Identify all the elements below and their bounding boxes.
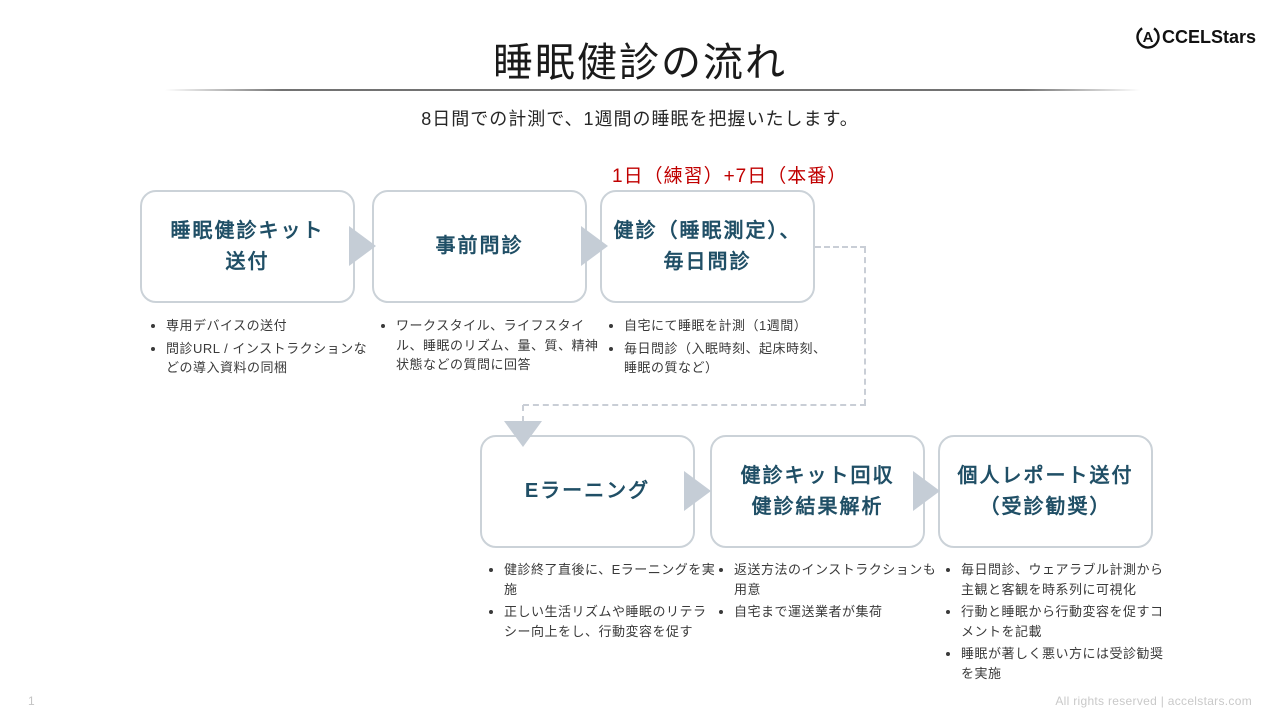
step-notes-kit-delivery: 専用デバイスの送付 問診URL / インストラクションなどの導入資料の同梱 <box>150 316 378 381</box>
step-notes-elearning: 健診終了直後に、Eラーニングを実施 正しい生活リズムや睡眠のリテラシー向上をし、… <box>488 560 716 644</box>
connector-dashed-line <box>815 246 866 248</box>
logo-mark-letter: A <box>1143 29 1154 46</box>
note-item: 自宅まで運送業者が集荷 <box>734 602 946 622</box>
flow-step-pre-interview: 事前問診 <box>372 190 587 303</box>
note-item: 問診URL / インストラクションなどの導入資料の同梱 <box>166 339 378 378</box>
flow-step-title: Eラーニング <box>519 476 656 507</box>
note-item: 健診終了直後に、Eラーニングを実施 <box>504 560 716 599</box>
connector-dashed-line <box>523 404 866 406</box>
duration-annotation: 1日（練習）+7日（本番） <box>612 166 848 187</box>
logo-text: CCELStars <box>1161 26 1256 47</box>
note-item: 毎日問診（入眠時刻、起床時刻、睡眠の質など） <box>624 339 836 378</box>
note-item: 正しい生活リズムや睡眠のリテラシー向上をし、行動変容を促す <box>504 602 716 641</box>
arrow-right-icon <box>581 226 608 266</box>
flow-step-title: 健診（睡眠測定）、 毎日問診 <box>613 219 802 273</box>
arrow-right-icon <box>913 471 940 511</box>
arrow-down-icon <box>504 421 542 447</box>
page-subtitle: 8日間での計測で、1週間の睡眠を把握いたします。 <box>421 109 859 129</box>
flow-step-title: 健診キット回収 健診結果解析 <box>740 464 895 518</box>
connector-dashed-line <box>864 247 866 405</box>
connector-dashed-line <box>522 405 524 422</box>
flow-step-elearning: Eラーニング <box>480 435 695 548</box>
flow-step-title: 個人レポート送付 （受診勧奨） <box>957 464 1134 518</box>
note-item: 睡眠が著しく悪い方には受診勧奨を実施 <box>961 644 1173 683</box>
step-notes-personal-report: 毎日問診、ウェアラブル計測から主観と客観を時系列に可視化 行動と睡眠から行動変容… <box>945 560 1173 686</box>
note-item: 専用デバイスの送付 <box>166 316 378 336</box>
flow-step-measurement: 健診（睡眠測定）、 毎日問診 <box>600 190 815 303</box>
note-item: 行動と睡眠から行動変容を促すコメントを記載 <box>961 602 1173 641</box>
flow-step-title: 睡眠健診キット 送付 <box>170 219 325 273</box>
note-item: ワークスタイル、ライフスタイル、睡眠のリズム、量、質、精神状態などの質問に回答 <box>396 316 608 375</box>
note-item: 毎日問診、ウェアラブル計測から主観と客観を時系列に可視化 <box>961 560 1173 599</box>
flow-step-title: 事前問診 <box>435 235 524 257</box>
flow-step-title-prefix: E <box>524 480 541 502</box>
arrow-right-icon <box>684 471 711 511</box>
note-item: 返送方法のインストラクションも用意 <box>734 560 946 599</box>
step-notes-kit-return: 返送方法のインストラクションも用意 自宅まで運送業者が集荷 <box>718 560 946 625</box>
page-number: 1 <box>28 694 35 708</box>
accelstars-logo: A CCELStars <box>1135 24 1256 50</box>
flow-step-kit-delivery: 睡眠健診キット 送付 <box>140 190 355 303</box>
flow-step-personal-report: 個人レポート送付 （受診勧奨） <box>938 435 1153 548</box>
logo-circle-a-icon: A <box>1135 24 1161 50</box>
title-divider <box>165 89 1140 91</box>
note-item: 自宅にて睡眠を計測（1週間） <box>624 316 836 336</box>
step-notes-pre-interview: ワークスタイル、ライフスタイル、睡眠のリズム、量、質、精神状態などの質問に回答 <box>380 316 608 378</box>
flow-step-title-rest: ラーニング <box>540 480 651 502</box>
arrow-right-icon <box>349 226 376 266</box>
page-title: 睡眠健診の流れ <box>493 41 787 85</box>
flow-step-kit-return: 健診キット回収 健診結果解析 <box>710 435 925 548</box>
footer-rights: All rights reserved | accelstars.com <box>1055 694 1252 708</box>
step-notes-measurement: 自宅にて睡眠を計測（1週間） 毎日問診（入眠時刻、起床時刻、睡眠の質など） <box>608 316 836 381</box>
